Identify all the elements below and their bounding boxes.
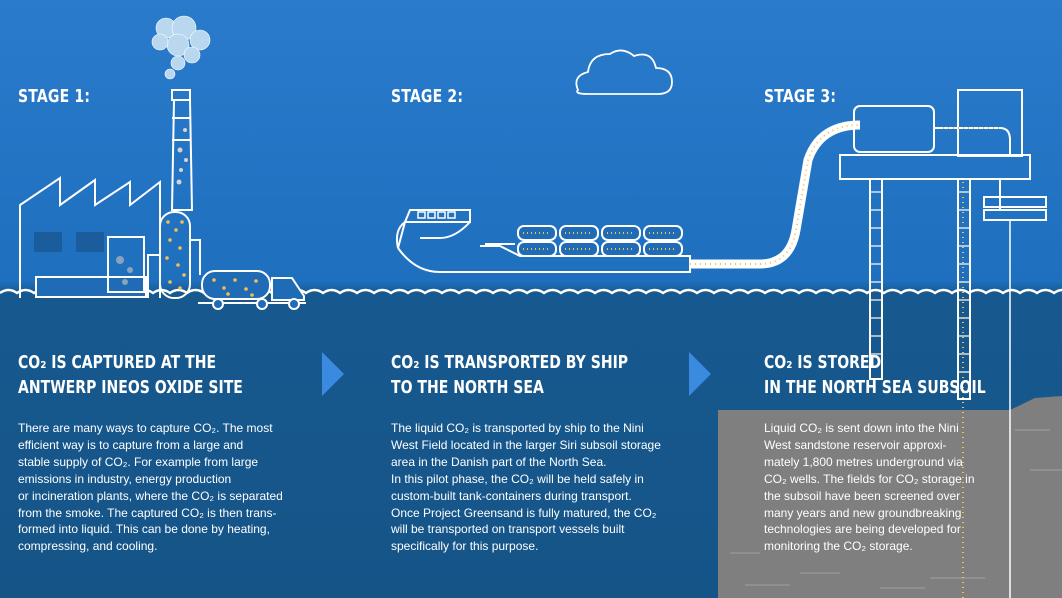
ship-containers	[517, 225, 683, 257]
chevron-right-icon	[322, 352, 344, 396]
chevron-right-icon	[689, 352, 711, 396]
cloud-icon	[575, 49, 673, 95]
stage-3-heading: CO₂ IS STORED IN THE NORTH SEA SUBSOIL	[764, 352, 986, 398]
capture-tower-icon	[147, 211, 201, 299]
factory-particles	[116, 256, 133, 285]
subsoil-strata-lines	[730, 429, 1062, 589]
subsoil-block	[718, 396, 1062, 598]
stage-2-description: The liquid CO₂ is transported by ship to…	[391, 421, 661, 554]
stage-2-heading: CO₂ IS TRANSPORTED BY SHIP TO THE NORTH …	[391, 352, 629, 398]
truck-tank-dots	[212, 278, 258, 297]
truck-icon	[198, 270, 306, 310]
pipeline	[690, 120, 861, 269]
platform-icon	[839, 89, 1047, 400]
ship-container-dots	[523, 232, 677, 250]
stage-1-description: There are many ways to capture CO₂. The …	[18, 421, 283, 554]
factory-windows	[34, 232, 104, 252]
platform-leg-rungs	[870, 191, 970, 373]
chimney-particles	[176, 128, 188, 185]
factory-icon	[19, 176, 161, 298]
stage-1-heading: CO₂ IS CAPTURED AT THE ANTWERP INEOS OXI…	[18, 352, 243, 398]
chimney-icon	[170, 89, 194, 211]
stage-3-label: STAGE 3:	[764, 86, 837, 107]
smoke-cloud-icon	[151, 15, 211, 80]
sea-surface-wave	[0, 288, 1062, 295]
capture-tower-dots	[165, 220, 186, 290]
ship-windows	[417, 211, 456, 219]
stage-3-description: Liquid CO₂ is sent down into the Nini We…	[764, 421, 975, 554]
stage-2-label: STAGE 2:	[391, 86, 464, 107]
stage-1-label: STAGE 1:	[18, 86, 91, 107]
